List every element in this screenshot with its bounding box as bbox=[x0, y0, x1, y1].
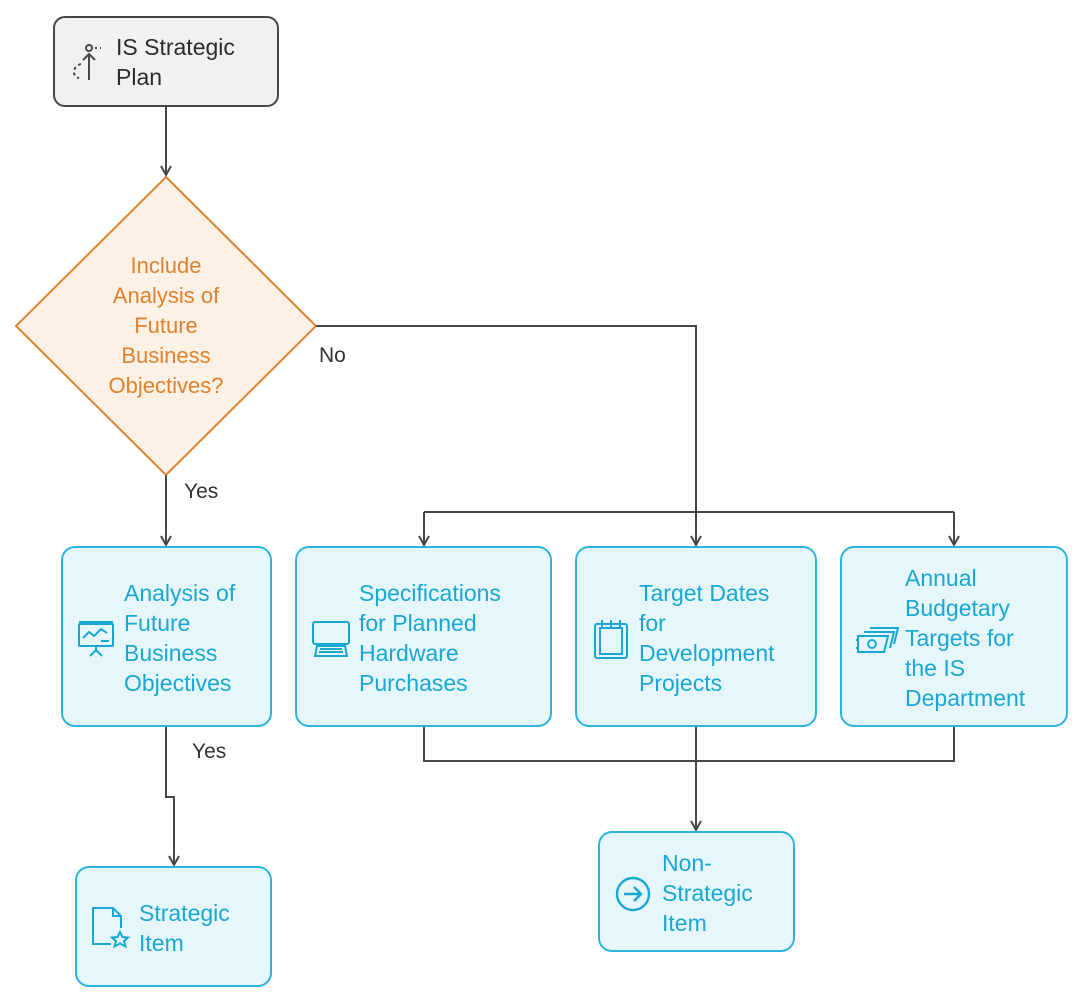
specs-node[interactable]: Specifications for Planned Hardware Purc… bbox=[295, 546, 552, 727]
connector-analysis-strategic bbox=[165, 726, 174, 865]
connector-decision-no bbox=[316, 325, 696, 545]
start-node-label: IS Strategic Plan bbox=[116, 34, 235, 90]
presenter-icon bbox=[69, 42, 105, 82]
money-icon bbox=[856, 626, 900, 654]
edge-label-yes-analysis: Yes bbox=[192, 740, 227, 763]
edge-label-no: No bbox=[319, 344, 346, 367]
calendar-icon bbox=[592, 618, 630, 660]
dates-node[interactable]: Target Dates for Development Projects bbox=[575, 546, 817, 727]
decision-label: Include Analysis of Future Business Obje… bbox=[108, 253, 224, 398]
specs-node-label: Specifications for Planned Hardware Purc… bbox=[359, 580, 501, 696]
budget-node-label: Annual Budgetary Targets for the IS Depa… bbox=[905, 565, 1026, 711]
presentation-chart-icon bbox=[77, 620, 115, 658]
dates-node-label: Target Dates for Development Projects bbox=[639, 580, 775, 696]
document-star-icon bbox=[91, 906, 131, 950]
strategic-node-label: Strategic Item bbox=[139, 900, 230, 956]
strategic-node[interactable]: Strategic Item bbox=[75, 866, 272, 987]
edge-label-yes-decision: Yes bbox=[184, 480, 219, 503]
analysis-node-label: Analysis of Future Business Objectives bbox=[124, 580, 236, 696]
arrow-circle-icon bbox=[614, 875, 652, 913]
analysis-node[interactable]: Analysis of Future Business Objectives bbox=[61, 546, 272, 727]
nonstrategic-node-label: Non- Strategic Item bbox=[662, 850, 753, 936]
nonstrategic-node[interactable]: Non- Strategic Item bbox=[598, 831, 795, 952]
start-node[interactable]: IS Strategic Plan bbox=[53, 16, 279, 107]
connector-merge-bar bbox=[423, 726, 955, 762]
laptop-icon bbox=[311, 620, 351, 658]
budget-node[interactable]: Annual Budgetary Targets for the IS Depa… bbox=[840, 546, 1068, 727]
